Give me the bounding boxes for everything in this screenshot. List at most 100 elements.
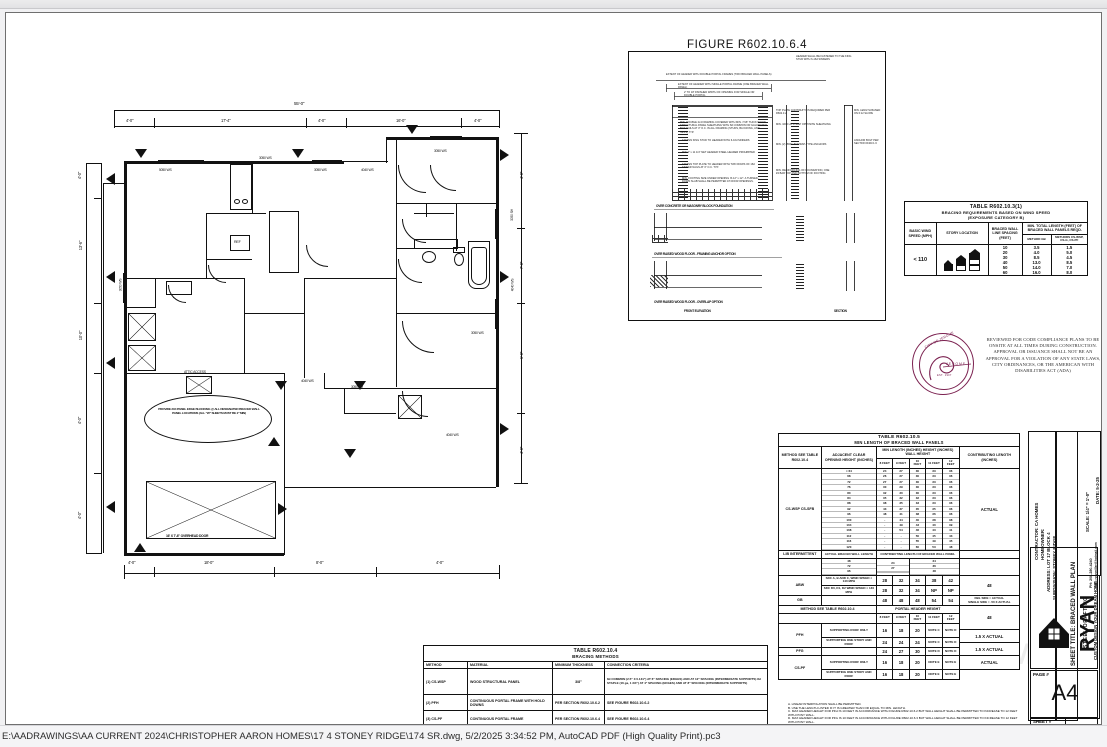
tbl5-int-height-0: 48 xyxy=(821,559,877,564)
cooktop-burner xyxy=(234,199,240,204)
tbl5-int-height-2: 96 xyxy=(821,569,877,575)
figure-note: MIN. DOUBLE 2x4 FRAMING COVERED WITH MIN… xyxy=(680,121,768,134)
table-wind-title-2: BRACING REQUIREMENTS BASED ON WIND SPEED xyxy=(941,210,1051,215)
dimension-top-3: 4'-0" xyxy=(318,118,326,123)
figure-note: HEADER SHALL BE FASTENED TO THE KING STU… xyxy=(796,55,852,62)
tbl5-abw-r1-c4: NP xyxy=(941,584,960,597)
tbl5-cswsp-val-9-2: 40 xyxy=(909,518,926,524)
tbl5-cswsp-val-13-2: 55 xyxy=(909,539,926,545)
figure-note: FASTEN KING STUD TO HEADER WITH 6-16d SI… xyxy=(682,139,750,142)
tbl5-cswsp-val-6-1: 35 xyxy=(893,501,909,507)
tbl5-gb-c0: 48 xyxy=(876,595,894,607)
viewer-toolbar[interactable] xyxy=(0,0,1107,9)
tbl4-r2-thickness: PER SECTION R602.10.6.4 xyxy=(552,710,605,724)
table-wind-cs-2: 4.5 xyxy=(1066,255,1073,260)
tbl4-h-connection: CONNECTION CRITERIA xyxy=(604,660,768,670)
tbl5-cswsp-val-0-1: 27 xyxy=(893,469,909,475)
sink-basin xyxy=(422,251,436,263)
code-compliance-stamp: CITY OF JEROME JEROME EST. 1907 REVIEWED… xyxy=(904,325,1101,403)
tbl5-cswsp-val-4-1: 30 xyxy=(893,491,909,497)
tbl5-pfh-r0-c1: 18 xyxy=(892,622,910,638)
dimension-right-3: 6'-0" xyxy=(519,351,525,360)
figure-note: EXTENT OF HEADER WITH DOUBLE PORTAL FRAM… xyxy=(666,73,772,76)
washer-dryer xyxy=(128,313,156,341)
tbl5-cspf-r1-c2: 20 xyxy=(908,669,927,681)
tbl5-cswsp-height-11: 108 xyxy=(821,528,877,534)
tbl5-portal-contrib-4: ACTUAL xyxy=(980,660,998,666)
tbl5-title-1: TABLE R602.10.5 xyxy=(877,435,921,440)
tbl4-r2-connection: SEE FIGURE R602.10.6.4 xyxy=(604,710,768,724)
table-wind-spacing-4: 50 xyxy=(1002,265,1008,270)
tbl5-cswsp-val-10-3: 40 xyxy=(926,523,942,529)
tbl5-cswsp-val-8-0: 48 xyxy=(877,512,893,518)
tbl5-cswsp-contrib: ACTUAL xyxy=(958,467,1021,552)
tbl5-int-a-1: 27 xyxy=(877,566,909,572)
table-wind-gb-1: 4.0 xyxy=(1033,250,1040,255)
door-swing xyxy=(208,265,226,283)
table-wind-cs-4: 7.0 xyxy=(1066,265,1073,270)
tbl5-cspf-r1-c0: 16 xyxy=(876,669,894,681)
tbl5-h-wallheight-text: WALL HEIGHT xyxy=(905,452,931,457)
tbl5-cswsp-val-1-3: 33 xyxy=(926,474,942,480)
tbl5-cswsp-val-6-3: 33 xyxy=(926,501,942,507)
bathtub xyxy=(468,241,490,289)
company-logo-block: RYAN STEEL DRAFTING CUSTOM DESIGN YOUR D… xyxy=(1030,542,1099,669)
tbl5-abw-contrib: 48 xyxy=(958,574,1021,597)
exterior-wall-right xyxy=(496,137,499,487)
tbl5-cswsp-val-10-4: 39 xyxy=(942,523,959,529)
figure-note: MIN. LENGTH BASED ON 6:12 SLOPE xyxy=(854,109,881,116)
table-wind-h-total: MIN. TOTAL LENGTH (FEET) OF BRACED WALL … xyxy=(1021,222,1089,235)
dimension-top-5: 4'-0" xyxy=(474,118,482,123)
titleblock-scale: SCALE: 1/4" = 1'-0" xyxy=(1085,491,1090,532)
tbl5-cswsp-height-0: < 64 xyxy=(821,469,877,475)
tbl5-cswsp-val-0-2: 30 xyxy=(909,469,926,475)
table-wind-spacing-2: 30 xyxy=(1002,255,1008,260)
panel-tag: 4040 WS xyxy=(446,433,459,437)
table-wind-bracing-requirements: TABLE R602.10.3(1) BRACING REQUIREMENTS … xyxy=(904,201,1089,276)
tbl4-r0-material: WOOD STRUCTURAL PANEL xyxy=(467,668,553,696)
refrigerator-label: REF xyxy=(234,240,241,244)
tbl5-cswsp-height-3: 76 xyxy=(821,485,877,491)
table-wind-cs-1: 5.0 xyxy=(1066,250,1073,255)
tbl5-cswsp-val-13-4: 45 xyxy=(942,539,959,545)
tbl5-pfg-c4: NOTE D xyxy=(941,647,960,657)
tbl5-cswsp-val-11-3: 43 xyxy=(926,528,942,534)
bathtub-inner xyxy=(471,247,487,285)
table-wind-h-spacing: BRACED WALL LINE SPACING (FEET) xyxy=(987,222,1023,245)
tbl5-h-contributing: CONTRIBUTING LENGTH (INCHES) xyxy=(958,446,1021,469)
dimension-left-3: 10'-0" xyxy=(78,330,84,341)
tbl5-gb-c3: 54 xyxy=(925,595,943,607)
dimension-right-2: 7'-0" xyxy=(519,261,525,270)
table-wind-cs-0: 1.5 xyxy=(1066,245,1073,250)
tbl5-abw-r1-c2: 34 xyxy=(908,584,927,597)
figure-caption-section: SECTION xyxy=(834,309,847,313)
tbl5-h-adjacent: ADJACENT CLEAR OPENING HEIGHT (INCHES) xyxy=(820,446,878,469)
tbl5-cswsp-val-8-4: 36 xyxy=(942,512,959,518)
tbl5-cswsp-val-0-4: 36 xyxy=(942,469,959,475)
exterior-wall-left xyxy=(124,161,127,183)
door-swing xyxy=(430,165,456,191)
exterior-wall-bottom xyxy=(124,553,284,556)
tbl5-cswsp-val-5-2: 32 xyxy=(909,496,926,502)
tbl5-cswsp-val-7-2: 35 xyxy=(909,507,926,513)
tbl5-cswsp-val-6-4: 36 xyxy=(942,501,959,507)
tbl5-cspf-r1-c3: NOTE E xyxy=(925,669,943,681)
tbl5-cswsp-val-11-2: 46 xyxy=(909,528,926,534)
exterior-wall-top-right xyxy=(386,137,496,140)
tbl5-portal-contrib-3: 1.5 X ACTUAL xyxy=(959,643,1019,657)
tbl5-cspf-label: CS-PF xyxy=(778,655,822,681)
table-wind-spacing-3: 40 xyxy=(1002,260,1008,265)
figure-detail-box xyxy=(628,51,886,321)
dimension-left-5: 4'-0" xyxy=(77,511,83,520)
tbl5-cswsp-height-7: 92 xyxy=(821,507,877,513)
toilet-tank xyxy=(453,247,465,253)
figure-note: MIN. (2) 3500 LB STRAP-TYPE ANCHORS xyxy=(776,143,827,146)
tbl5-cswsp-val-8-3: 36 xyxy=(926,512,942,518)
table-bracing-methods: TABLE R602.10.4 BRACING METHODS METHOD M… xyxy=(423,645,768,724)
tbl5-pfg-blank xyxy=(820,647,878,657)
panel-tag: 3050 SH xyxy=(509,209,514,221)
tbl4-h-method: METHOD xyxy=(423,660,468,670)
tbl5-cswsp-val-3-2: 30 xyxy=(909,485,926,491)
